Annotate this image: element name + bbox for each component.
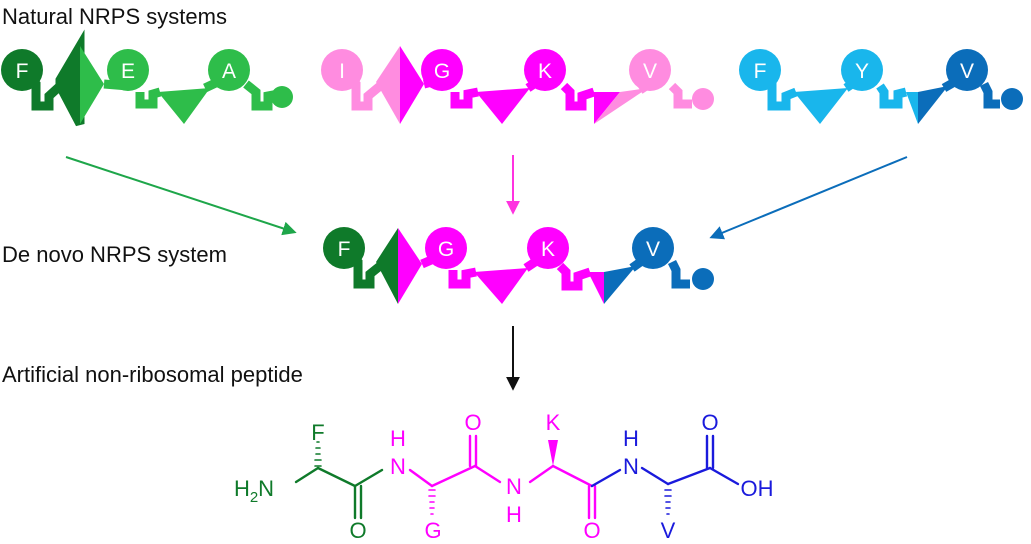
natural-systems-heading: Natural NRPS systems [2,4,227,29]
atom-h2n-h: H2N [234,476,274,506]
green-module-c-domain [56,46,80,124]
denovo-label-v: V [646,238,660,261]
atom-nh3-h: H [623,426,639,451]
atom-o-4: O [701,410,718,435]
green-a-domain-a [208,49,250,91]
pink-label-i: I [339,60,345,83]
pink-module-e-domain [400,46,424,124]
blue-condensation-domain-1 [794,88,848,124]
atom-o-3: O [583,518,600,543]
denovo-condensation-domain-2b [604,266,636,304]
pink-label-g: G [434,60,450,83]
green-to-denovo-arrow [65,156,297,236]
atom-v-sidechain: V [661,518,676,543]
green-module-e-domain [80,46,104,124]
atom-nh2-h: H [506,502,522,527]
pink-a-domain-k [524,49,566,91]
atom-g-sidechain: G [424,518,441,543]
blue-nrps-system: F Y V [739,49,1023,124]
denovo-label-f: F [338,238,351,261]
pink-a-domain-i [321,49,363,91]
blue-a-domain-f [739,49,781,91]
peptide-heading: Artificial non-ribosomal peptide [2,362,303,387]
atom-nh2-n: N [506,474,522,499]
denovo-te-domain [692,268,714,290]
peptide-atom-labels: H2N F O H N G O N H K O H N V O OH [234,410,774,543]
pink-condensation-domain-2b [594,88,648,124]
atom-oh: OH [741,476,774,501]
blue-a-domain-y [841,49,883,91]
denovo-label-k: K [541,238,555,261]
atom-k-sidechain: K [546,410,561,435]
denovo-c-domain-left [376,228,398,304]
green-label-e: E [121,60,135,83]
blue-te-domain [1001,88,1023,110]
blue-label-y: Y [855,60,869,83]
pink-condensation-domain-1 [476,88,530,124]
atom-nh1-h: H [390,426,406,451]
denovo-a-domain-f [323,227,365,269]
green-a-domain-e [107,49,149,91]
denovo-a-domain-v [632,227,674,269]
pink-label-k: K [538,60,552,83]
green-a-domain-f [1,49,43,91]
denovo-label-g: G [438,238,454,261]
green-condensation-domain [158,88,210,124]
blue-label-f: F [754,60,767,83]
blue-a-domain-v [946,49,988,91]
green-label-f: F [16,60,29,83]
atom-nh3-n: N [623,454,639,479]
pink-a-domain-g [421,49,463,91]
green-nrps-system: F E A [1,29,293,127]
denovo-condensation-domain-2a [588,272,604,304]
green-te-domain [271,86,293,108]
atom-o-2: O [464,410,481,435]
atom-f-sidechain: F [311,420,324,445]
blue-label-v: V [960,60,974,83]
pink-nrps-system: I G K V [321,46,714,124]
peptide-structure [294,434,740,520]
green-label-a: A [222,60,236,83]
pink-label-v: V [643,60,657,83]
blue-condensation-domain-2b [918,86,948,124]
blue-condensation-domain-2a [906,92,918,124]
pink-te-domain [692,88,714,110]
atom-nh1-n: N [390,454,406,479]
denovo-condensation-domain-1 [474,268,528,304]
denovo-system-heading: De novo NRPS system [2,242,227,267]
pink-module-c-domain-left [376,46,400,124]
blue-to-denovo-arrow [709,156,908,240]
denovo-nrps-system: F G K V [323,227,714,304]
denovo-a-domain-g [425,227,467,269]
denovo-a-domain-k [527,227,569,269]
denovo-e-domain [398,228,422,304]
atom-o-1: O [349,518,366,543]
pink-a-domain-v [629,49,671,91]
